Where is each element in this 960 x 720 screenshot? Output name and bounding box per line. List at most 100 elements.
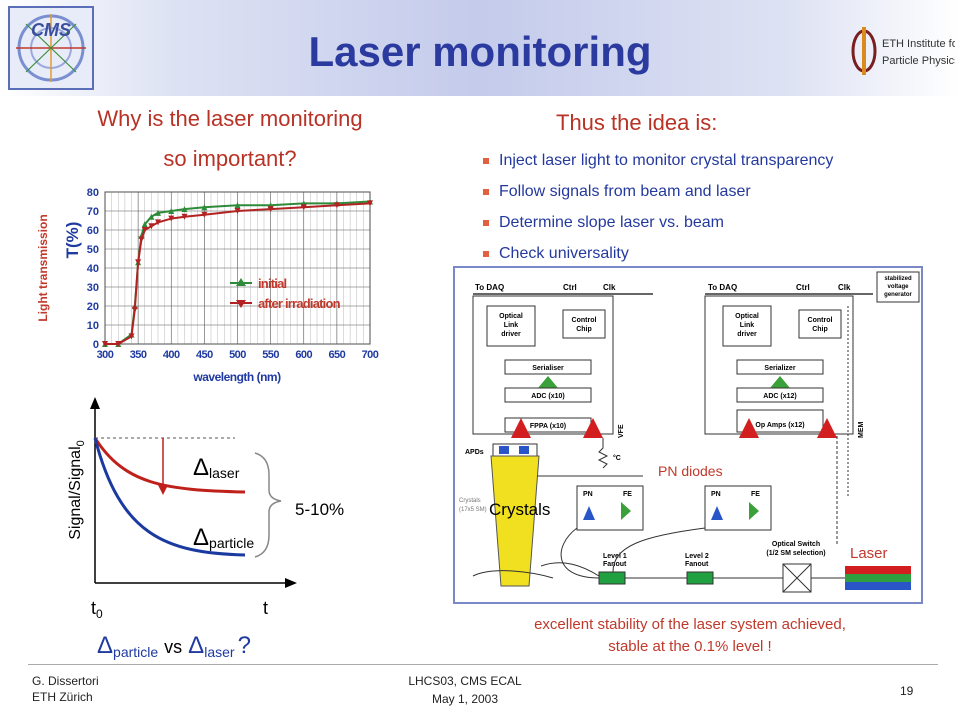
clk-label: Clk <box>603 283 616 292</box>
data-point <box>138 236 145 243</box>
fe-label: FE <box>751 491 760 498</box>
data-point <box>181 213 188 220</box>
switch-cross <box>782 563 812 593</box>
eth-logo: ETH Institute for Particle Physics <box>851 27 955 75</box>
optical-link-label: Link <box>740 322 754 329</box>
data-point <box>135 259 142 266</box>
pn-label: PN <box>583 491 593 498</box>
optical-link-label: Link <box>504 322 518 329</box>
y-axis-label-inner: T(%) <box>63 222 82 259</box>
x-tick-label: 300 <box>97 349 114 361</box>
data-point <box>102 341 108 347</box>
monitoring-diagram: To DAQ Ctrl Clk To DAQ Ctrl Clk stabiliz… <box>453 266 923 604</box>
level2-fanout-box <box>686 571 714 585</box>
vfe-label: VFE <box>618 424 625 438</box>
footer-institution: ETH Zürich <box>32 690 93 704</box>
t0-label: t0 <box>91 598 103 621</box>
control-chip-label: Control <box>808 317 833 324</box>
footer-conference: LHCS03, CMS ECAL <box>408 674 522 688</box>
stabilized-generator-box <box>876 271 920 303</box>
curve-laser <box>93 437 246 494</box>
red-amplifier-icon <box>817 418 837 438</box>
grid-lines <box>104 191 371 345</box>
optical-link-label: driver <box>737 331 757 338</box>
apd-icon <box>519 446 529 454</box>
fiber-connection <box>560 527 706 579</box>
laser-green-band <box>845 574 911 582</box>
bullet-text: Determine slope laser vs. beam <box>499 214 724 231</box>
data-point <box>333 202 340 209</box>
bullet-item: Follow signals from beam and laser <box>483 183 751 201</box>
curve-particle <box>93 437 246 557</box>
data-point <box>155 209 161 216</box>
delta-laser-label: Δlaser <box>193 454 240 481</box>
y-tick-label: 30 <box>87 282 99 294</box>
slide-title: Laser monitoring <box>308 28 652 75</box>
data-point <box>201 211 208 218</box>
apd-icon <box>499 446 509 454</box>
data-point <box>168 208 175 214</box>
level2-label: Level 2 <box>685 553 709 560</box>
adc-box <box>504 387 592 403</box>
svg-text:Particle Physics: Particle Physics <box>882 55 955 67</box>
crystals-small-label: (17x5 SM) <box>459 507 487 513</box>
series-group <box>102 198 373 347</box>
to-daq-label-2: To DAQ <box>708 283 737 292</box>
x-tick-label: 700 <box>362 349 379 361</box>
mem-label: MEM <box>858 422 865 439</box>
x-tick-label: 500 <box>229 349 246 361</box>
x-axis-arrow-icon <box>285 578 297 588</box>
data-point <box>234 202 241 209</box>
bullet-item: Inject laser light to monitor crystal tr… <box>483 152 833 170</box>
green-amplifier-icon <box>621 502 631 520</box>
pn-label: PN <box>711 491 721 498</box>
x-tick-label: 650 <box>328 349 345 361</box>
data-point <box>148 213 155 220</box>
apds-label: APDs <box>465 449 484 456</box>
x-tick-label: 600 <box>295 349 312 361</box>
stabilized-generator-label: generator <box>884 292 912 298</box>
level1-fanout-box <box>598 571 626 585</box>
green-amplifier-icon <box>749 502 759 520</box>
right-heading: Thus the idea is: <box>556 110 718 135</box>
level1-label: Fanout <box>603 561 627 568</box>
adc-label: ADC (x10) <box>531 393 564 400</box>
ctrl-label-2: Ctrl <box>796 283 810 292</box>
svg-text:ETH Institute for: ETH Institute for <box>882 38 955 50</box>
range-brace <box>254 452 282 558</box>
signal-y-label: Signal/Signal0 <box>67 440 87 540</box>
vfe-block-1 <box>472 295 614 435</box>
bullet-text: Follow signals from beam and laser <box>499 183 751 200</box>
stability-line2: stable at the 0.1% level ! <box>608 638 772 655</box>
data-point <box>128 333 135 340</box>
legend-marker-after <box>236 300 246 308</box>
left-heading-line2: so important? <box>163 146 297 171</box>
y-tick-label: 70 <box>87 206 99 218</box>
y-tick-label: 0 <box>93 339 99 351</box>
level1-label: Level 1 <box>603 553 627 560</box>
laser-blue-band <box>845 582 911 590</box>
y-tick-label: 10 <box>87 320 99 332</box>
op-amps-label: Op Amps (x12) <box>755 422 804 429</box>
stability-line1: excellent stability of the laser system … <box>534 616 846 633</box>
control-chip-box <box>562 309 606 339</box>
delta-laser-arrow-icon <box>158 485 168 495</box>
y-tick-label: 40 <box>87 263 99 275</box>
red-amplifier-icon <box>511 418 531 438</box>
y-tick-label: 80 <box>87 187 99 199</box>
left-heading-line1: Why is the laser monitoring <box>97 106 363 131</box>
optical-switch-label: (1/2 SM selection) <box>766 550 825 557</box>
green-arrow-icon <box>538 376 558 388</box>
serializer-box <box>736 359 824 375</box>
stabilized-generator-label: stabilized <box>884 276 912 282</box>
data-point <box>300 204 307 211</box>
control-chip-label: Control <box>572 317 597 324</box>
bullet-item: Check universality <box>483 245 629 263</box>
laser-label: Laser <box>850 545 888 562</box>
adc-label-2: ADC (x12) <box>763 393 796 400</box>
pn-diode-icon <box>711 506 723 520</box>
bullet-square-icon <box>483 250 489 257</box>
